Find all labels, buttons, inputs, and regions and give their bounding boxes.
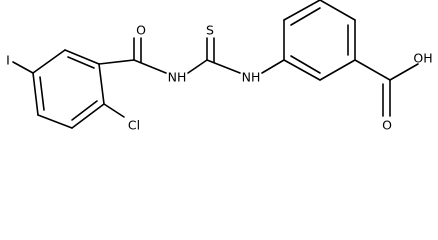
bond	[98, 59, 135, 65]
bond	[206, 59, 241, 74]
bond	[290, 7, 321, 26]
bond	[187, 59, 208, 74]
chlorine-atom-label: Cl	[128, 118, 140, 133]
bond	[319, 59, 356, 81]
bond	[71, 103, 105, 129]
bond	[37, 114, 73, 129]
bond	[283, 0, 321, 21]
bond	[290, 55, 321, 74]
bond	[64, 49, 100, 65]
bond	[133, 59, 167, 74]
atom-labels: I Cl O NH S NH OH O	[6, 23, 432, 133]
thioamide-nh-label: NH	[242, 70, 261, 85]
sulfur-atom-label: S	[206, 23, 214, 38]
bond	[67, 56, 95, 69]
bond	[71, 100, 98, 121]
molecule-diagram: I Cl O NH S NH OH O	[6, 0, 433, 133]
bond	[12, 61, 34, 74]
bond	[354, 59, 391, 81]
iodine-atom-label: I	[6, 53, 10, 68]
amide-nh-label: NH	[168, 70, 187, 85]
bond	[389, 63, 419, 81]
bond	[98, 63, 105, 105]
bond	[39, 76, 45, 111]
carbonyl-oxygen-label: O	[136, 23, 146, 38]
bond	[283, 59, 321, 81]
bond	[32, 72, 39, 116]
acid-oh-label: OH	[413, 51, 432, 66]
bond	[319, 0, 356, 21]
bond	[261, 59, 285, 74]
acid-oxygen-label: O	[382, 118, 392, 133]
bond	[32, 49, 66, 74]
bond	[103, 103, 125, 118]
bonds	[12, 0, 419, 129]
